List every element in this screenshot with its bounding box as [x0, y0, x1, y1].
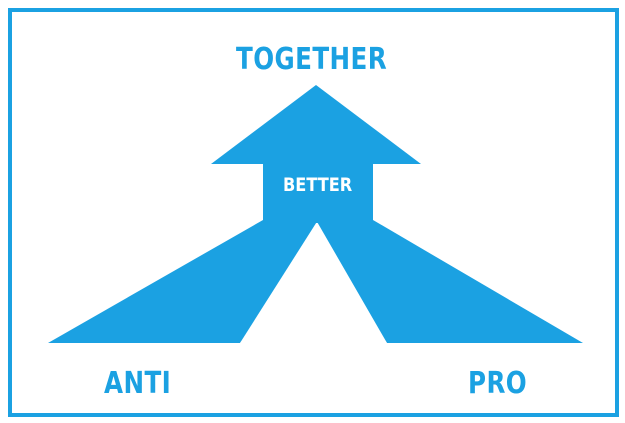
right-path: [316, 220, 583, 343]
pro-label: PRO: [468, 366, 528, 401]
center-notch: [240, 240, 387, 343]
left-path: [48, 220, 318, 343]
anti-label: ANTI: [104, 366, 172, 401]
better-label: BETTER: [283, 174, 353, 196]
arrow-head: [211, 85, 421, 164]
arrow-shaft: [263, 163, 373, 223]
together-label: TOGETHER: [236, 42, 388, 77]
